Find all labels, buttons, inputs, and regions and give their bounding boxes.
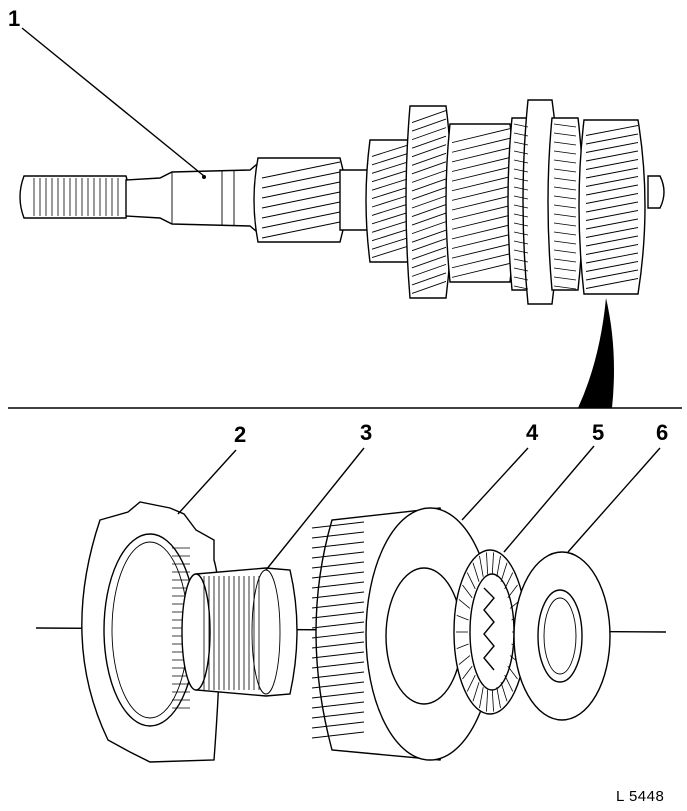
needle-bearing [181, 567, 298, 697]
callout-4: 4 [526, 420, 539, 445]
detail-pointer [578, 298, 614, 408]
main-shaft-assembly [19, 27, 665, 305]
leader-line-2 [177, 449, 237, 515]
thrust-bearing [453, 549, 527, 715]
synchronizer-assembly [507, 99, 584, 305]
figure-reference: L 5448 [616, 788, 665, 805]
shaft-body [125, 158, 263, 238]
synchronizer-ring [81, 501, 221, 763]
helical-gear-b [405, 105, 453, 299]
leader-line-4 [461, 447, 529, 521]
leader-line-6 [567, 447, 661, 553]
helical-gear-a [365, 139, 416, 263]
callout-6: 6 [656, 420, 669, 445]
helical-gear [311, 507, 495, 761]
callout-3: 3 [360, 420, 373, 445]
callout-2: 2 [234, 422, 247, 447]
leader-line-3 [265, 447, 365, 571]
leader-line-1 [21, 27, 205, 177]
helical-gear-c [445, 123, 516, 283]
leader-line-5 [503, 445, 595, 553]
thrust-washer [513, 551, 611, 721]
helical-gear-d [578, 119, 646, 295]
callout-5: 5 [592, 420, 605, 445]
pinion-gear [253, 157, 347, 243]
callout-1: 1 [8, 6, 21, 31]
shaft-splined-end [19, 175, 130, 219]
